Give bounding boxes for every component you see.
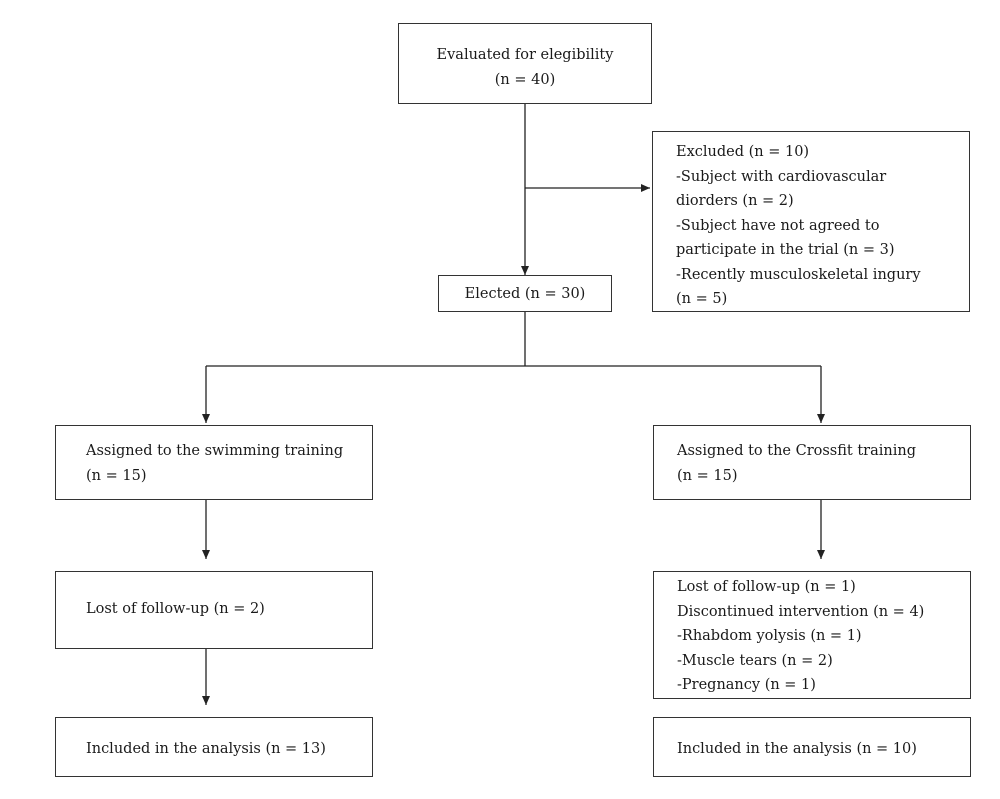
crossfit-lost-line: -Pregnancy (n = 1) xyxy=(677,677,816,693)
swimming-assigned-box: Assigned to the swimming training (n = 1… xyxy=(55,425,373,500)
elected-box: Elected (n = 30) xyxy=(438,275,612,312)
crossfit-assigned-label: Assigned to the Crossfit training xyxy=(677,443,916,459)
evaluated-count: (n = 40) xyxy=(494,71,556,88)
swimming-included-box: Included in the analysis (n = 13) xyxy=(55,717,373,777)
excluded-line: Excluded (n = 10) xyxy=(676,144,810,160)
excluded-box: Excluded (n = 10) -Subject with cardiova… xyxy=(652,131,970,312)
crossfit-lost-line: -Muscle tears (n = 2) xyxy=(677,652,833,669)
swimming-lost-box: Lost of follow-up (n = 2) xyxy=(55,571,373,649)
crossfit-lost-line: -Rhabdom yolysis (n = 1) xyxy=(677,628,862,644)
elected-label: Elected (n = 30) xyxy=(464,286,586,302)
crossfit-included-label: Included in the analysis (n = 10) xyxy=(677,741,917,757)
excluded-line: -Recently musculoskeletal ingury xyxy=(676,266,921,283)
excluded-line: diorders (n = 2) xyxy=(676,193,794,209)
crossfit-assigned-box: Assigned to the Crossfit training (n = 1… xyxy=(653,425,971,500)
crossfit-assigned-count: (n = 15) xyxy=(677,467,738,484)
excluded-line: -Subject with cardiovascular xyxy=(676,168,887,185)
excluded-line: participate in the trial (n = 3) xyxy=(676,242,895,258)
swimming-assigned-label: Assigned to the swimming training xyxy=(86,443,344,459)
crossfit-included-box: Included in the analysis (n = 10) xyxy=(653,717,971,777)
swimming-lost-label: Lost of follow-up (n = 2) xyxy=(86,601,265,617)
excluded-line: -Subject have not agreed to xyxy=(676,217,880,234)
crossfit-lost-line: Discontinued intervention (n = 4) xyxy=(677,603,925,620)
crossfit-lost-box: Lost of follow-up (n = 1) Discontinued i… xyxy=(653,571,971,699)
crossfit-lost-line: Lost of follow-up (n = 1) xyxy=(677,579,856,595)
evaluated-label: Evaluated for elegibility xyxy=(436,47,614,63)
excluded-line: (n = 5) xyxy=(676,291,728,307)
swimming-assigned-count: (n = 15) xyxy=(86,467,147,484)
evaluated-box: Evaluated for elegibility (n = 40) xyxy=(398,23,652,104)
swimming-included-label: Included in the analysis (n = 13) xyxy=(86,741,326,757)
